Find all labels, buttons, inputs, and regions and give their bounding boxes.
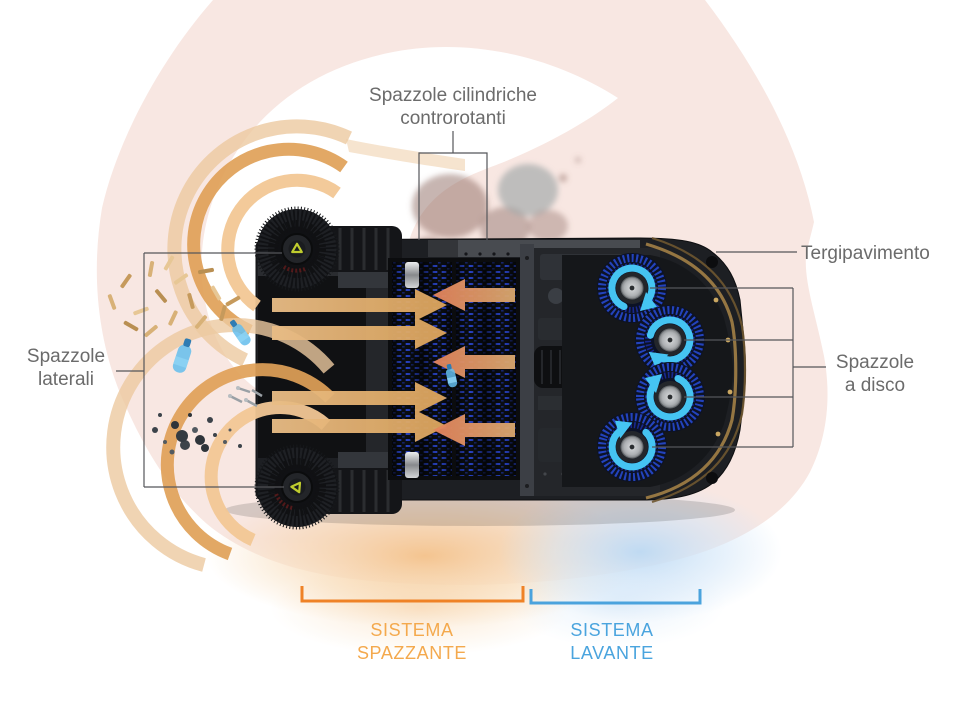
label-line: LAVANTE [570,643,654,663]
label-line: Spazzole cilindriche [369,85,537,106]
screws-debris [228,386,263,408]
label-line: SISTEMA [370,620,454,640]
label-side-brushes: Spazzole laterali [0,345,132,391]
label-cylindrical-brushes: Spazzole cilindriche controrotanti [293,84,613,130]
roller-bearing-top [405,262,419,288]
label-disc-brushes: Spazzole a disco [813,351,937,397]
sweep-flow-arrows [272,289,447,442]
cylindrical-brushes-callout [418,152,488,240]
left-tires [318,226,402,514]
label-line: Tergipavimento [801,243,930,264]
label-line: Spazzole [835,352,915,373]
leader-lines [116,131,826,488]
washing-system-bracket [529,589,702,605]
label-line: SPAZZANTE [356,643,468,663]
roller-bearing-bottom [405,452,419,478]
label-line: Spazzole [26,346,106,367]
sweeping-system-bracket [300,586,525,603]
fading-sweep-band [346,139,465,171]
label-line: a disco [844,375,906,397]
label-squeegee: Tergipavimento [801,242,960,265]
label-line: controrotanti [400,108,506,130]
label-washing-system: SISTEMA LAVANTE [512,619,712,665]
dust-debris [152,413,242,455]
label-line: SISTEMA [570,620,654,640]
label-sweeping-system: SISTEMA SPAZZANTE [312,619,512,665]
squeegee-blade [645,236,747,504]
wood-chips-debris [107,255,241,338]
label-line: laterali [38,369,94,391]
